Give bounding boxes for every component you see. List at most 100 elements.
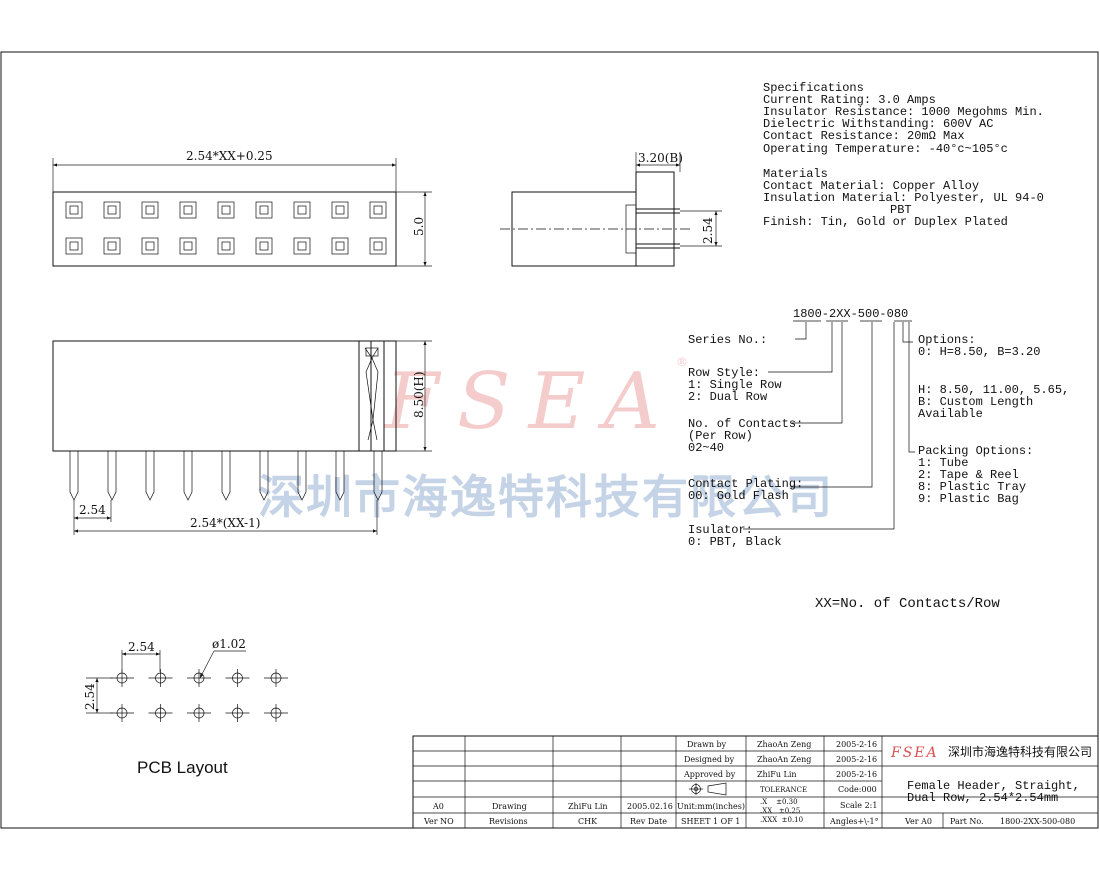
code: Code:000: [838, 785, 877, 794]
material-line: Contact Material: Copper Alloy: [763, 179, 979, 193]
top-pin-socket: [65, 237, 83, 255]
front-pin: [107, 451, 117, 501]
designed-date: 2005-2-16: [836, 755, 877, 764]
top-pin-socket: [179, 201, 197, 219]
approved-date: 2005-2-16: [836, 770, 877, 779]
top-pin-socket: [179, 237, 197, 255]
rev-desc: Drawing: [492, 802, 527, 811]
top-pin-socket: [141, 201, 159, 219]
dim-side-pitch: 2.54: [701, 217, 715, 244]
contacts-line: No. of Contacts:: [688, 417, 803, 431]
series-label: Series No.:: [688, 333, 767, 347]
options-line: Available: [918, 407, 983, 421]
dim-pcb-hole: ø1.02: [212, 637, 246, 651]
description-line: Dual Row, 2.54*2.54mm: [907, 791, 1058, 805]
dim-top-height: 5.0: [412, 217, 426, 236]
rev-chk: ZhiFu Lin: [568, 802, 608, 811]
insulator-line: 0: PBT, Black: [688, 535, 782, 549]
tolerance-line: .XXX ±0.10: [760, 816, 803, 824]
dim-side-width: 3.20(B): [638, 151, 683, 165]
title-block: Drawn by ZhaoAn Zeng 2005-2-16 Designed …: [412, 735, 1099, 829]
approved-label: Approved by: [683, 770, 736, 779]
projection-symbol-icon: [689, 782, 727, 796]
top-pin-socket: [255, 237, 273, 255]
contacts-note: XX=No. of Contacts/Row: [815, 596, 1000, 612]
angles: Angles+\-1°: [829, 817, 879, 826]
top-pin-socket: [331, 201, 349, 219]
spec-line: Dielectric Withstanding: 600V AC: [763, 117, 993, 131]
hdr-date: Rev Date: [630, 817, 667, 826]
materials-title: Materials: [763, 167, 828, 181]
sheet: SHEET 1 OF 1: [681, 817, 740, 826]
front-pin: [335, 451, 345, 501]
spec-line: Operating Temperature: -40°c~105°c: [763, 142, 1008, 156]
pcb-hole: [264, 669, 288, 687]
tolerance-label: TOLERANCE: [760, 786, 807, 794]
row-style-line: 2: Dual Row: [688, 390, 768, 404]
pcb-hole: [225, 704, 250, 722]
top-pin-socket: [293, 237, 311, 255]
watermark-reg-mark: ®: [676, 355, 688, 369]
pcb-hole: [225, 669, 250, 687]
top-pin-socket: [255, 201, 273, 219]
material-line: Finish: Tin, Gold or Duplex Plated: [763, 215, 1008, 229]
hdr-rev: Revisions: [489, 817, 528, 826]
front-pin: [373, 451, 383, 501]
front-view-body: [52, 340, 397, 452]
pcb-hole: [148, 704, 173, 722]
watermark-company: 深圳市海逸特科技有限公司: [258, 470, 834, 524]
spec-line: Current Rating: 3.0 Amps: [763, 93, 936, 107]
ver: Ver A0: [904, 817, 932, 826]
dim-front-pitch: 2.54: [79, 503, 106, 517]
top-pin-socket: [103, 237, 121, 255]
options-line: 0: H=8.50, B=3.20: [918, 345, 1040, 359]
designed-label: Designed by: [684, 755, 735, 764]
hdr-chk: CHK: [578, 817, 598, 826]
part-number-breakdown: 1800-2XX-500-080 Series No.: Row Style: …: [688, 307, 1069, 612]
pcb-hole: [110, 704, 134, 722]
top-pin-socket: [293, 201, 311, 219]
contacts-line: (Per Row): [688, 429, 753, 443]
specs-title: Specifications: [763, 81, 864, 95]
top-pin-socket: [141, 237, 159, 255]
brand-logo: FSEA: [890, 745, 939, 761]
pcb-hole: [187, 669, 211, 687]
options-line: H: 8.50, 11.00, 5.65,: [918, 383, 1069, 397]
pcb-layout: 2.54 2.54 ø1.02 PCB Layout: [83, 637, 288, 777]
approved-name: ZhiFu Lin: [757, 770, 797, 779]
drawn-name: ZhaoAn Zeng: [757, 740, 811, 749]
front-view: 8.50(H) 2.54 2.54*(XX-1): [52, 340, 432, 535]
side-view: 3.20(B) 2.54: [500, 151, 722, 267]
front-view-pins: [69, 451, 383, 501]
front-pin: [297, 451, 307, 501]
packing-line: 9: Plastic Bag: [918, 492, 1019, 506]
top-pin-socket: [65, 201, 83, 219]
top-pin-socket: [217, 237, 235, 255]
front-pin: [183, 451, 193, 501]
packing-line: Packing Options:: [918, 444, 1033, 458]
dim-pcb-pitch-y: 2.54: [83, 683, 97, 710]
top-view: 2.54*XX+0.25 5.0: [52, 149, 432, 267]
top-pin-socket: [331, 237, 349, 255]
packing-line: 2: Tape & Reel: [918, 468, 1019, 482]
row-style-line: Row Style:: [688, 366, 760, 380]
top-view-body: [52, 191, 397, 267]
top-view-pin-grid: [65, 201, 387, 255]
front-pin: [259, 451, 269, 501]
top-pin-socket: [369, 237, 387, 255]
dim-pcb-pitch-x: 2.54: [128, 640, 155, 654]
pcb-hole-grid: [110, 669, 288, 722]
tolerance-line: .XX ±0.25: [760, 807, 800, 815]
part-no: 1800-2XX-500-080: [1000, 817, 1075, 826]
dim-front-height: 8.50(H): [412, 371, 426, 418]
spec-line: Insulator Resistance: 1000 Megohms Min.: [763, 105, 1044, 119]
insulator-line: Isulator:: [688, 523, 753, 537]
watermark-brand: FSEA: [383, 357, 678, 447]
pcb-hole: [264, 704, 288, 722]
front-pin: [145, 451, 155, 501]
units: Unit:mm(inches): [677, 802, 745, 811]
spec-line: Contact Resistance: 20mΩ Max: [763, 129, 965, 143]
plating-line: Contact Plating:: [688, 477, 803, 491]
drawn-label: Drawn by: [687, 740, 727, 749]
contacts-line: 02~40: [688, 441, 724, 455]
